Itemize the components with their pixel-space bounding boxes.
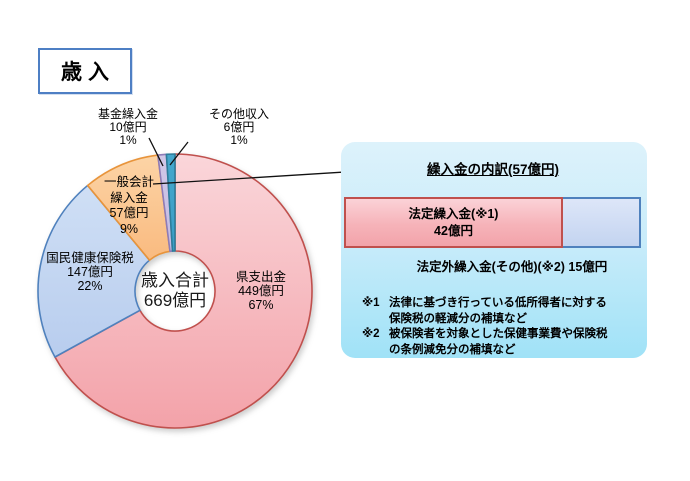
panel-title: 繰入金の内訳(57億円) bbox=[426, 162, 560, 177]
donut-center-total-label: 歳入合計 669億円 bbox=[141, 271, 209, 310]
pie-slice-0 bbox=[54, 153, 313, 429]
pie-label-ken-shishutsukin: 県支出金 449億円 67% bbox=[235, 270, 287, 312]
footnote-2: ※2 被保険者を対象とした保健事業費や保険税 の条例減免分の補填など bbox=[362, 327, 628, 358]
revenue-donut-chart bbox=[37, 153, 313, 429]
footnote-1: ※1 法律に基づき行っている低所得者に対する 保険税の軽減分の補填など bbox=[362, 296, 628, 327]
bar-segment-hotei-kurikin: 法定繰入金(※1) 42億円 bbox=[344, 197, 563, 248]
pie-label-sonota-shunyu: その他収入 6億円 1% bbox=[208, 107, 270, 147]
page-title: 歳入 bbox=[38, 48, 132, 94]
bar-segment-hotei-label: 法定繰入金(※1) 42億円 bbox=[408, 206, 499, 238]
footnote-1-marker: ※1 bbox=[362, 297, 380, 309]
footnote-1-text: 法律に基づき行っている低所得者に対する 保険税の軽減分の補填など bbox=[389, 297, 607, 325]
footnote-2-marker: ※2 bbox=[362, 328, 380, 340]
pie-label-ippan-kaikei-kurikin: 一般会計 繰入金 57億円 9% bbox=[103, 175, 155, 236]
footnote-2-text: 被保険者を対象とした保健事業費や保険税 の条例減免分の補填など bbox=[389, 328, 608, 356]
pie-label-kikin-kurikin: 基金繰入金 10億円 1% bbox=[97, 107, 159, 147]
pie-slice-1 bbox=[37, 184, 151, 358]
panel-footnotes: ※1 法律に基づき行っている低所得者に対する 保険税の軽減分の補填など ※2 被… bbox=[362, 296, 628, 358]
bar-segment-hoteigai-kurikin bbox=[563, 197, 641, 248]
pie-label-kokumin-kenko-hokenzei: 国民健康保険税 147億円 22% bbox=[46, 251, 134, 293]
bar-segment-hoteigai-label: 法定外繰入金(その他)(※2) 15億円 bbox=[416, 260, 608, 274]
kurikin-breakdown-panel bbox=[341, 142, 647, 358]
page-title-label: 歳入 bbox=[61, 61, 115, 84]
